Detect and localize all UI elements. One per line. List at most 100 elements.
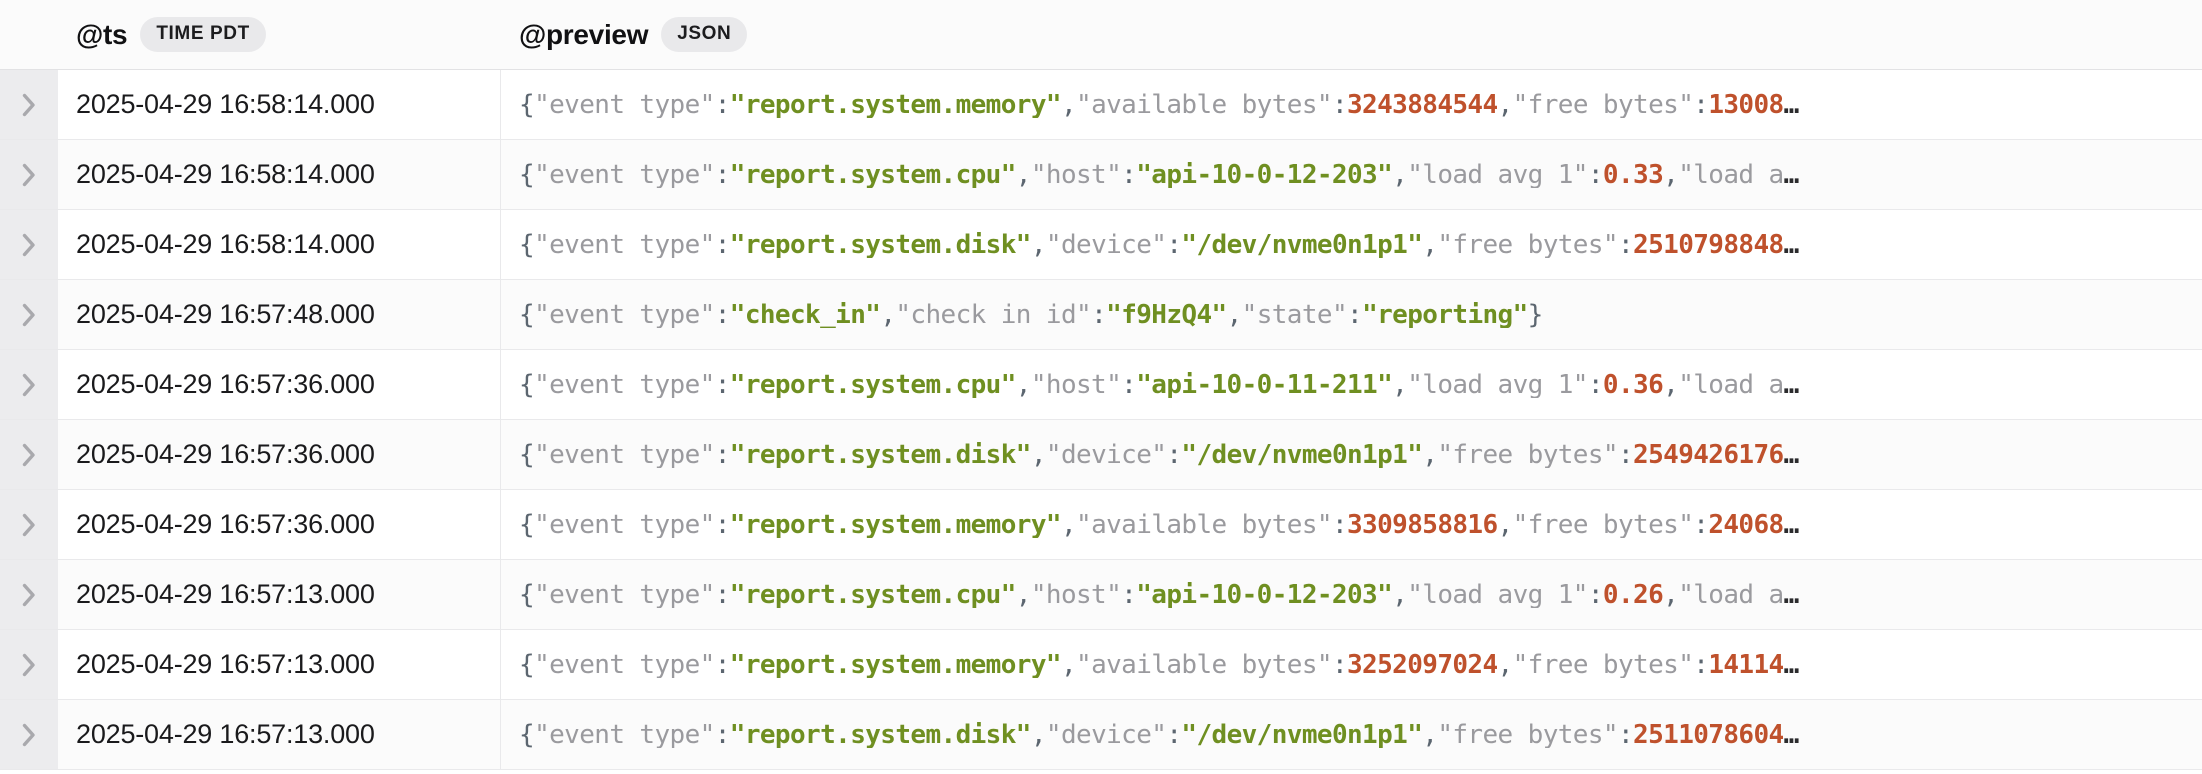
chevron-right-icon [22,443,35,466]
json-token-key: "device" [1045,441,1167,468]
json-token-punct: : [714,581,731,608]
json-token-str: "api-10-0-12-203" [1136,161,1393,188]
json-token-punct: , [1060,511,1077,538]
row-expand-button[interactable] [0,350,58,419]
row-expand-button[interactable] [0,630,58,699]
row-expand-button[interactable] [0,70,58,139]
json-preview-line: {"event_type":"report.system.cpu","host"… [519,372,1799,398]
table-row[interactable]: 2025-04-29 16:58:14.000{"event_type":"re… [0,210,2202,280]
json-token-punct: , [1497,511,1514,538]
json-token-punct: , [1422,721,1438,748]
json-token-num: 13008 [1708,91,1784,118]
json-token-str: "report.system.disk" [729,721,1032,748]
json-token-key: "device" [1045,721,1167,748]
table-row[interactable]: 2025-04-29 16:58:14.000{"event_type":"re… [0,140,2202,210]
cell-json-preview: {"event_type":"report.system.memory","av… [501,490,2202,559]
header-gutter-spacer [0,0,58,69]
json-token-key: "host" [1030,161,1122,188]
json-token-punct: { [519,441,535,468]
json-token-punct: : [714,91,731,118]
json-token-key: "free_bytes" [1437,441,1618,468]
json-token-punct: : [1587,161,1604,188]
row-expand-button[interactable] [0,210,58,279]
table-row[interactable]: 2025-04-29 16:57:13.000{"event_type":"re… [0,700,2202,770]
row-expand-button[interactable] [0,490,58,559]
table-row[interactable]: 2025-04-29 16:57:13.000{"event_type":"re… [0,560,2202,630]
json-token-punct: : [714,651,731,678]
json-token-num: 3309858816 [1347,511,1498,538]
json-token-ell: … [1783,371,1800,398]
row-expand-button[interactable] [0,700,58,769]
json-token-punct: : [714,301,731,328]
table-body: 2025-04-29 16:58:14.000{"event_type":"re… [0,70,2202,774]
json-token-punct: , [1663,371,1679,398]
json-token-punct: : [1331,91,1348,118]
json-token-key: "load_a [1678,161,1784,188]
json-preview-line: {"event_type":"report.system.cpu","host"… [519,162,1799,188]
cell-timestamp: 2025-04-29 16:57:36.000 [58,490,501,559]
json-token-num: 0.36 [1602,371,1664,398]
json-token-str: "report.system.memory" [729,511,1062,538]
json-token-str: "/dev/nvme0n1p1" [1181,441,1423,468]
table-row[interactable]: 2025-04-29 16:57:36.000{"event_type":"re… [0,350,2202,420]
json-token-str: "api-10-0-11-211" [1136,371,1393,398]
json-token-num: 0.26 [1602,581,1664,608]
cell-timestamp: 2025-04-29 16:57:36.000 [58,350,501,419]
json-token-punct: : [1121,581,1137,608]
json-token-punct: : [714,441,731,468]
json-token-punct: : [714,511,731,538]
json-token-punct: , [880,301,896,328]
column-header-preview[interactable]: @preview JSON [501,0,2202,69]
table-row[interactable]: 2025-04-29 16:57:36.000{"event_type":"re… [0,490,2202,560]
cell-timestamp: 2025-04-29 16:57:13.000 [58,560,501,629]
json-token-punct: : [1617,721,1634,748]
json-token-key: "event_type" [534,511,715,538]
column-header-preview-label: @preview [519,18,649,50]
table-row[interactable]: 2025-04-29 16:58:14.000{"event_type":"re… [0,70,2202,140]
row-expand-button[interactable] [0,280,58,349]
table-row[interactable]: 2025-04-29 16:57:36.000{"event_type":"re… [0,420,2202,490]
column-header-ts-type-badge: TIME PDT [140,17,266,52]
json-token-key: "state" [1241,301,1348,328]
json-token-key: "available_bytes" [1076,91,1333,118]
json-token-punct: , [1060,91,1077,118]
json-token-key: "load_a [1678,371,1784,398]
json-token-punct: : [1617,231,1634,258]
chevron-right-icon [22,583,35,606]
json-token-key: "free_bytes" [1512,651,1694,678]
chevron-right-icon [22,163,35,186]
json-token-key: "load_avg_1" [1407,371,1588,398]
json-token-key: "host" [1030,371,1122,398]
cell-timestamp: 2025-04-29 16:57:48.000 [58,280,501,349]
json-token-key: "event_type" [534,301,715,328]
json-token-punct: , [1060,651,1077,678]
json-token-punct: , [1497,91,1514,118]
chevron-right-icon [22,93,35,116]
json-token-punct: , [1663,161,1679,188]
json-token-punct: : [1587,581,1604,608]
json-token-ell: … [1783,91,1800,118]
json-token-punct: { [519,721,535,748]
json-preview-line: {"event_type":"check_in","check_in_id":"… [519,302,1543,328]
cell-timestamp: 2025-04-29 16:57:36.000 [58,420,501,489]
json-token-str: "report.system.cpu" [729,161,1017,188]
json-token-key: "available_bytes" [1076,651,1333,678]
table-row[interactable]: 2025-04-29 16:57:13.000{"event_type":"re… [0,630,2202,700]
cell-json-preview: {"event_type":"report.system.disk","devi… [501,210,2202,279]
json-token-str: "check_in" [729,301,881,328]
row-expand-button[interactable] [0,560,58,629]
row-expand-button[interactable] [0,420,58,489]
column-header-ts-label: @ts [76,18,128,50]
json-token-punct: : [714,231,731,258]
json-token-punct: , [1497,651,1514,678]
column-header-ts[interactable]: @ts TIME PDT [58,0,501,69]
json-token-ell: … [1783,231,1800,258]
json-token-ell: … [1783,511,1800,538]
table-row[interactable]: 2025-04-29 16:57:48.000 {"event_type":"ch… [0,280,2202,350]
row-expand-button[interactable] [0,140,58,209]
json-token-punct: : [1693,651,1709,678]
json-token-num: 2549426176 [1633,441,1784,468]
json-token-punct: : [1587,371,1604,398]
json-token-ell: … [1783,161,1800,188]
